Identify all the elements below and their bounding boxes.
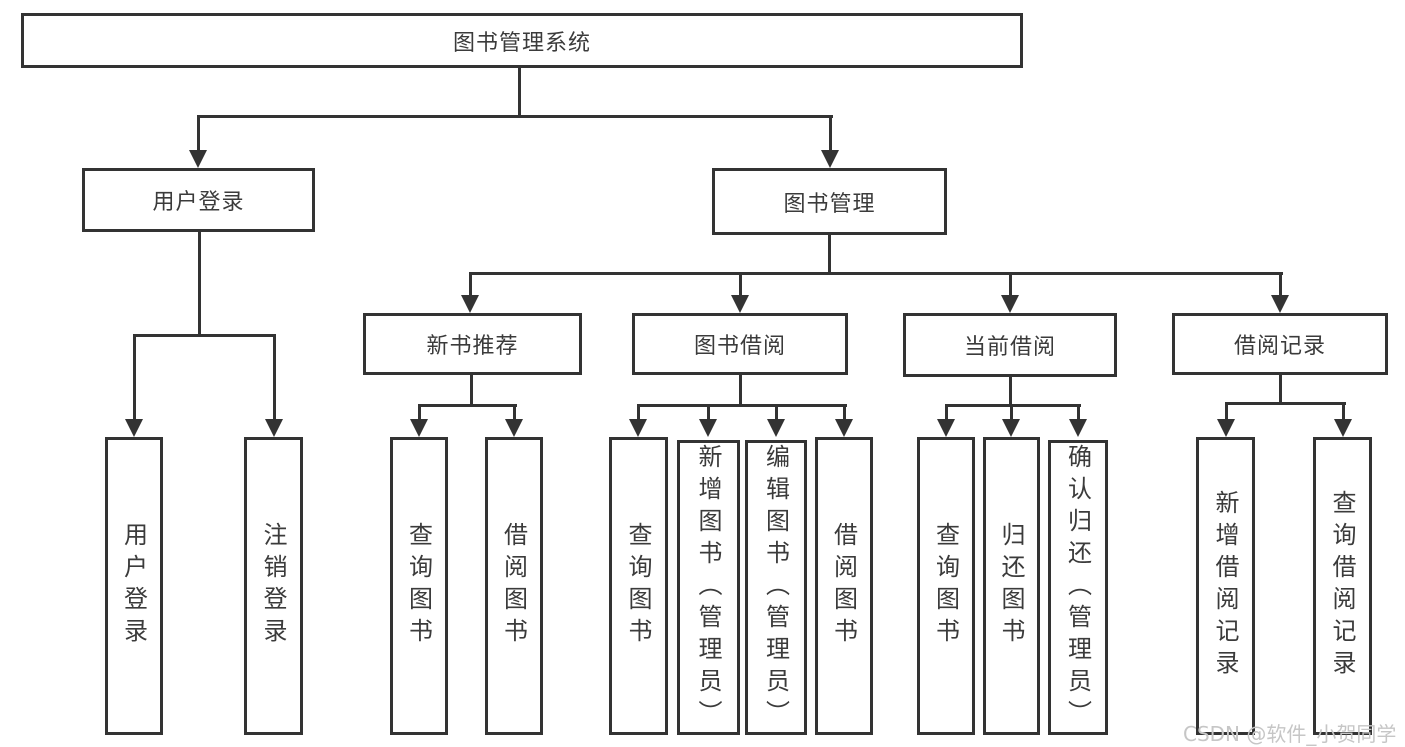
leaf-newbook-query-label: 查询图书 — [404, 522, 433, 650]
arrow-to-newbook-query — [410, 419, 428, 437]
connector-login-vertical — [198, 232, 201, 337]
leaf-borrow-add-admin: 新增图书（管理员） — [677, 440, 740, 735]
leaf-borrow-edit-admin: 编辑图书（管理员） — [745, 440, 807, 735]
leaf-user-login-label: 用户登录 — [119, 522, 148, 650]
node-book-management-label: 图书管理 — [783, 191, 876, 217]
connector-books-horizontal — [469, 272, 1283, 275]
connector-borrow-stem-2 — [707, 404, 710, 421]
arrow-to-borrow-edit — [767, 419, 785, 437]
connector-newbooks-horizontal — [418, 404, 517, 407]
connector-books-stem-current — [1009, 272, 1012, 297]
connector-root-stem-login — [197, 115, 200, 152]
arrow-to-current-borrow — [1001, 295, 1019, 313]
arrow-to-record-query — [1334, 419, 1352, 437]
arrow-to-book-borrow — [731, 295, 749, 313]
connector-borrow-stem-4 — [843, 404, 846, 421]
arrow-to-new-book-recommend — [461, 295, 479, 313]
leaf-borrow-edit-admin-label: 编辑图书（管理员） — [761, 443, 790, 732]
leaf-record-query: 查询借阅记录 — [1313, 437, 1372, 735]
connector-books-stem-newbooks — [469, 272, 472, 297]
connector-borrow-vertical — [739, 375, 742, 407]
leaf-current-return-label: 归还图书 — [997, 522, 1025, 650]
leaf-current-return: 归还图书 — [983, 437, 1040, 735]
arrow-to-newbook-borrow — [505, 419, 523, 437]
connector-records-vertical — [1279, 375, 1282, 405]
connector-current-stem-2 — [1010, 404, 1013, 421]
leaf-current-query: 查询图书 — [917, 437, 975, 735]
connector-newbooks-stem-left — [418, 404, 421, 421]
connector-login-stem-left — [133, 334, 136, 421]
connector-borrow-stem-3 — [775, 404, 778, 421]
leaf-user-login: 用户登录 — [105, 437, 163, 735]
node-borrow-records: 借阅记录 — [1172, 313, 1388, 375]
node-borrow-records-label: 借阅记录 — [1233, 334, 1326, 359]
connector-books-stem-borrow — [739, 272, 742, 297]
connector-current-stem-1 — [945, 404, 948, 421]
arrow-to-leaf-user-login — [125, 419, 143, 437]
connector-login-horizontal — [133, 334, 276, 337]
arrow-to-user-login-branch — [189, 150, 207, 168]
node-user-login-branch-label: 用户登录 — [152, 190, 245, 215]
connector-current-vertical — [1009, 377, 1012, 407]
leaf-record-add-label: 新增借阅记录 — [1211, 490, 1239, 682]
leaf-current-confirm-admin-label: 确认归还（管理员） — [1063, 443, 1092, 732]
arrow-to-borrow-borrow — [835, 419, 853, 437]
node-user-login-branch: 用户登录 — [82, 168, 315, 232]
leaf-newbook-query: 查询图书 — [390, 437, 448, 735]
connector-root-horizontal — [197, 115, 833, 118]
node-book-borrow-label: 图书借阅 — [693, 334, 786, 359]
leaf-record-add: 新增借阅记录 — [1196, 437, 1255, 735]
leaf-borrow-borrow-label: 借阅图书 — [829, 522, 858, 650]
connector-books-vertical — [828, 235, 831, 275]
arrow-to-leaf-logout — [265, 419, 283, 437]
node-new-book-recommend: 新书推荐 — [363, 313, 582, 375]
arrow-to-borrow-add — [699, 419, 717, 437]
leaf-borrow-add-admin-label: 新增图书（管理员） — [694, 443, 722, 732]
leaf-newbook-borrow: 借阅图书 — [485, 437, 543, 735]
node-book-management: 图书管理 — [712, 168, 947, 235]
connector-newbooks-vertical — [470, 375, 473, 407]
arrow-to-book-management — [821, 150, 839, 168]
connector-root-stem-books — [829, 115, 832, 152]
connector-records-stem-right — [1342, 402, 1345, 421]
arrow-to-current-return — [1002, 419, 1020, 437]
arrow-to-current-query — [937, 419, 955, 437]
connector-books-stem-records — [1279, 272, 1282, 297]
connector-records-horizontal — [1225, 402, 1346, 405]
leaf-logout-label: 注销登录 — [259, 522, 287, 650]
arrow-to-borrow-query — [629, 419, 647, 437]
connector-login-stem-right — [273, 334, 276, 421]
node-root-label: 图书管理系统 — [452, 30, 591, 56]
connector-newbooks-stem-right — [513, 404, 516, 421]
connector-borrow-horizontal — [637, 404, 847, 407]
leaf-record-query-label: 查询借阅记录 — [1328, 490, 1356, 682]
arrow-to-current-confirm — [1069, 419, 1087, 437]
connector-current-horizontal — [945, 404, 1081, 407]
leaf-current-query-label: 查询图书 — [931, 522, 960, 650]
leaf-newbook-borrow-label: 借阅图书 — [499, 522, 528, 650]
csdn-watermark: CSDN @软件_小贺同学 — [1183, 722, 1397, 746]
arrow-to-record-add — [1217, 419, 1235, 437]
leaf-borrow-borrow: 借阅图书 — [815, 437, 873, 735]
arrow-to-borrow-records — [1271, 295, 1289, 313]
node-current-borrow: 当前借阅 — [903, 313, 1117, 377]
leaf-logout: 注销登录 — [244, 437, 303, 735]
connector-root-vertical — [518, 68, 521, 118]
node-book-borrow: 图书借阅 — [632, 313, 848, 375]
node-current-borrow-label: 当前借阅 — [963, 335, 1056, 360]
leaf-borrow-query: 查询图书 — [609, 437, 668, 735]
leaf-current-confirm-admin: 确认归还（管理员） — [1048, 440, 1108, 735]
node-root: 图书管理系统 — [21, 13, 1023, 68]
connector-records-stem-left — [1225, 402, 1228, 421]
connector-current-stem-3 — [1077, 404, 1080, 421]
connector-borrow-stem-1 — [637, 404, 640, 421]
leaf-borrow-query-label: 查询图书 — [624, 522, 652, 650]
node-new-book-recommend-label: 新书推荐 — [426, 334, 519, 359]
